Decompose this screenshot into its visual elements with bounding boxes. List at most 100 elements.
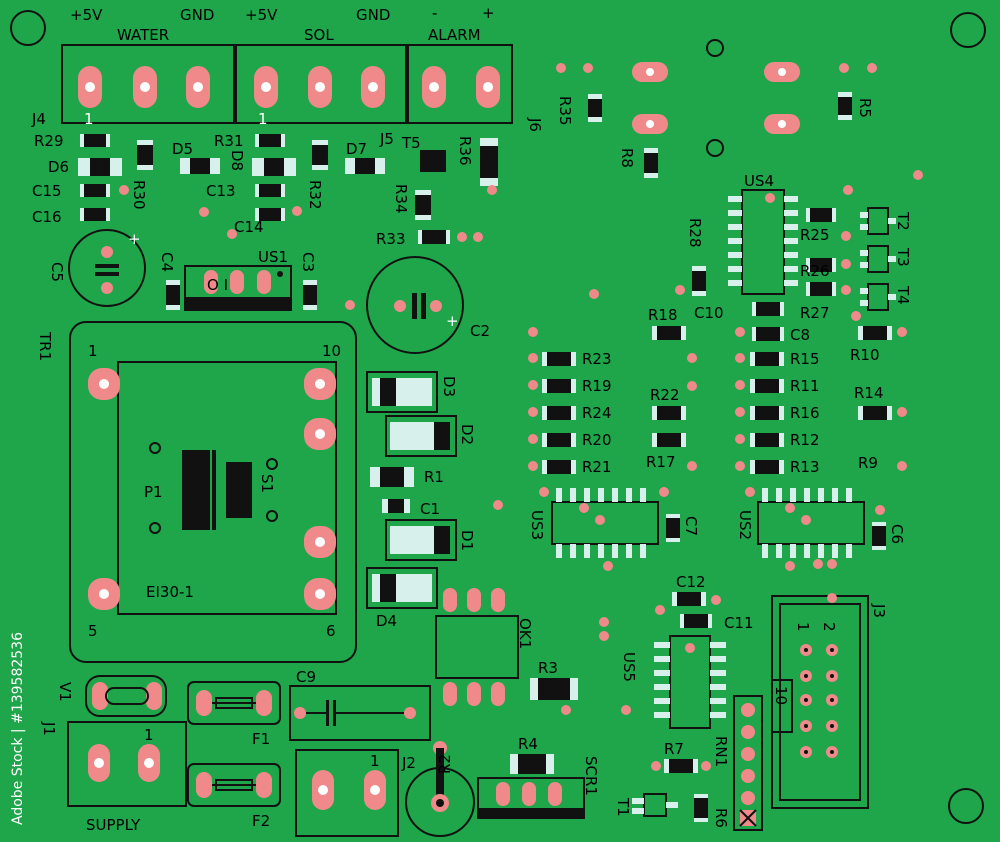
c5-label: C5	[48, 262, 66, 282]
r31-label: R31	[214, 132, 244, 150]
varistor-v1: V1	[56, 675, 167, 717]
j4-label: J4	[31, 110, 46, 128]
capacitor-c5: C5 +	[48, 229, 146, 307]
r8-label: R8	[618, 148, 636, 168]
c1-label: C1	[420, 500, 440, 518]
r25-label: R25	[800, 226, 830, 244]
us2-label: US2	[736, 510, 754, 540]
r17-label: R17	[646, 453, 676, 471]
j4-gnd: GND	[180, 6, 214, 24]
c11-label: C11	[724, 614, 754, 632]
c8-label: C8	[790, 326, 810, 344]
tr1-pin6: 6	[326, 622, 336, 640]
tr1-secondary: S1	[258, 474, 276, 493]
vias-top-left	[119, 185, 497, 310]
j4-pin1: 1	[84, 110, 94, 128]
j4-plus5v: +5V	[70, 6, 103, 24]
c13-label: C13	[206, 182, 236, 200]
r1-label: R1	[424, 468, 444, 486]
watermark-text: Adobe Stock | #139582536	[10, 632, 26, 825]
r29-label: R29	[34, 132, 64, 150]
r15-label: R15	[790, 350, 820, 368]
mounting-holes	[10, 10, 986, 824]
thyristor-scr1: SCR1	[477, 756, 600, 819]
j6-label: J6	[526, 117, 544, 132]
capacitor-c2: C2 +	[366, 256, 490, 354]
j5-pin1: 1	[258, 110, 268, 128]
resistor-network-rn1: RN1	[712, 695, 763, 831]
r9-label: R9	[858, 454, 878, 472]
c4-label: C4	[158, 252, 176, 272]
r11-label: R11	[790, 377, 820, 395]
j1-label: J1	[40, 721, 58, 736]
r19-label: R19	[582, 377, 612, 395]
connector-j2: 1 J2	[295, 749, 416, 837]
scr1-label: SCR1	[582, 756, 600, 796]
j1-pin1: 1	[144, 726, 154, 744]
c5-plus: +	[128, 230, 141, 248]
tr1-label: TR1	[36, 331, 54, 361]
top-right-parts: R35 R8 R5	[556, 62, 923, 195]
diode-bridge: D3 D2 R1 C1 D1 D4	[366, 371, 476, 630]
tr1-pin5: 5	[88, 622, 98, 640]
r3-label: R3	[538, 659, 558, 677]
r24-label: R24	[582, 404, 612, 422]
j6-minus: -	[432, 4, 437, 22]
r26-label: R26	[800, 262, 830, 280]
j6-plus: +	[482, 4, 495, 22]
us1-marks: O I	[207, 276, 228, 294]
tr1-pin1: 1	[88, 342, 98, 360]
r18-label: R18	[648, 306, 678, 324]
r21-label: R21	[582, 458, 612, 476]
terminal-j6: - + ALARM J6	[407, 4, 544, 132]
r36-label: R36	[456, 136, 474, 166]
d8-label: D8	[228, 150, 246, 171]
us4-side-parts: R28 R25 R26 R27 T2 T3 T4	[589, 207, 912, 322]
r20-label: R20	[582, 431, 612, 449]
j2-pin1: 1	[370, 752, 380, 770]
tr1-primary: P1	[144, 483, 163, 501]
smd-row-left	[78, 134, 498, 244]
d1-label: D1	[458, 530, 476, 551]
transformer-tr1: TR1 1 10 5 6 P1 S1 EI30-1	[36, 321, 357, 663]
j3-pin2: 2	[820, 622, 838, 632]
c6-label: C6	[888, 524, 906, 544]
r33-label: R33	[376, 230, 406, 248]
t3-label: T3	[894, 247, 912, 267]
potentiometer-r2: R2	[405, 741, 475, 837]
capacitor-c9: C9	[289, 668, 431, 741]
j3-pin10: 10	[772, 686, 790, 705]
c2-plus: +	[446, 312, 459, 330]
rn1-label: RN1	[712, 736, 730, 767]
tr1-model: EI30-1	[146, 583, 194, 601]
r7-label: R7	[664, 740, 684, 758]
j5-gnd: GND	[356, 6, 390, 24]
j2-label: J2	[401, 754, 416, 772]
connector-j1: 1 J1 SUPPLY	[40, 721, 187, 834]
r16-label: R16	[790, 404, 820, 422]
c15-label: C15	[32, 182, 62, 200]
resistor-bank: R23 R19 R24 R20 R21 R18 R22 R17 C10 C8 R…	[528, 302, 907, 476]
j4-title: WATER	[117, 26, 169, 44]
watermark: Adobe Stock | #139582536	[4, 590, 34, 830]
ic-us5: C12 C11 US5	[561, 573, 754, 729]
t1-label: T1	[614, 797, 632, 817]
c14-label: C14	[234, 218, 264, 236]
d4-label: D4	[376, 612, 397, 630]
v1-label: V1	[56, 682, 74, 702]
c9-label: C9	[296, 668, 316, 686]
d6-label: D6	[48, 158, 69, 176]
d2-label: D2	[458, 424, 476, 445]
d5-label: D5	[172, 140, 193, 158]
c10-label: C10	[694, 304, 724, 322]
r14-label: R14	[854, 384, 884, 402]
ok1-label: OK1	[516, 618, 534, 649]
regulator-us1: US1 O I C4 C3	[158, 248, 317, 311]
j3-label: J3	[870, 603, 888, 618]
r35-label: R35	[556, 96, 574, 126]
t4-label: T4	[894, 285, 912, 305]
us4-label: US4	[744, 172, 774, 190]
t5-label: T5	[401, 134, 421, 152]
r28-label: R28	[686, 218, 704, 248]
